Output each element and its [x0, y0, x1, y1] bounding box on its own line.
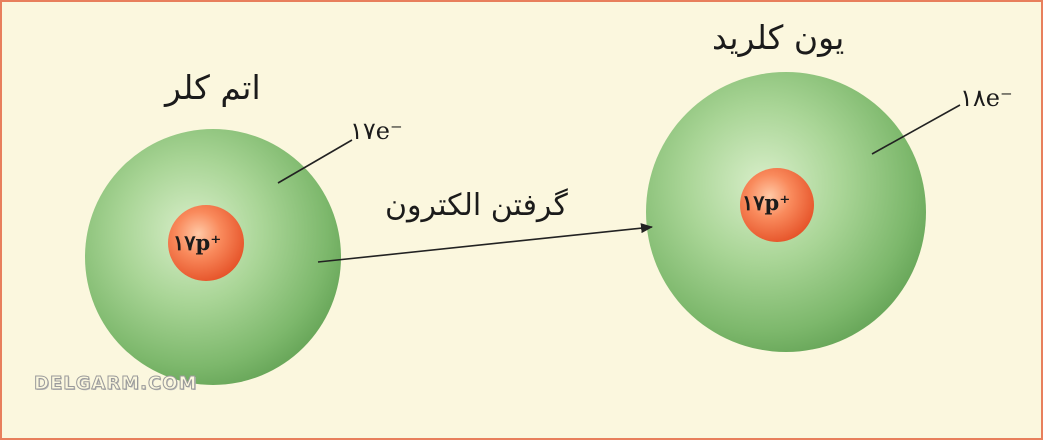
process-label: گرفتن الکترون — [385, 188, 568, 223]
atom-title: اتم کلر — [165, 68, 261, 107]
atom-nucleus — [168, 205, 244, 281]
ion-proton-count: ۱۷p⁺ — [742, 190, 791, 215]
atom-proton-count: ۱۷p⁺ — [173, 230, 222, 255]
electron-transfer-arrow — [317, 223, 653, 263]
watermark: DELGARM.COM — [33, 373, 198, 395]
ion-electrons-leader-line — [871, 104, 961, 155]
ion-nucleus — [740, 168, 814, 242]
ion-title: یون کلرید — [712, 18, 845, 57]
ion-electron-count: ۱۸e⁻ — [960, 84, 1013, 112]
atom-electron-count: ۱۷e⁻ — [350, 117, 403, 145]
atom-electrons-leader-line — [277, 139, 353, 184]
